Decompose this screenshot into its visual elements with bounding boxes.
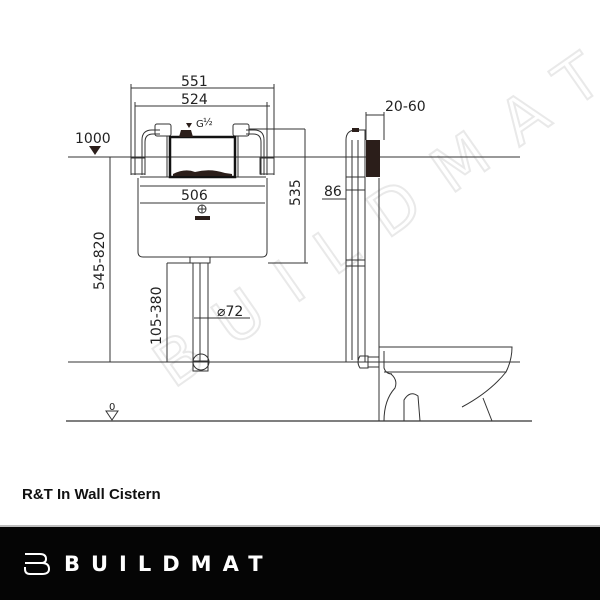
dim-label-105-380: 105-380	[149, 287, 165, 346]
dim-label-20-60: 20-60	[385, 99, 426, 115]
product-caption: R&T In Wall Cistern	[22, 486, 161, 503]
cistern-diagram-svg: BUILDMAT	[66, 21, 600, 422]
svg-text:BUILDMAT: BUILDMAT	[140, 22, 600, 402]
technical-drawing: BUILDMAT	[66, 21, 600, 422]
dim-label-inlet-fraction: ½	[203, 116, 213, 128]
dim-label-535: 535	[288, 179, 304, 206]
brand-name: BUILDMAT	[64, 551, 274, 576]
dim-label-floor: 0	[109, 402, 115, 413]
inlet-valve	[179, 130, 193, 137]
level-marker-0-icon	[105, 410, 119, 421]
frame-arm-right	[246, 129, 265, 175]
inlet-marker-icon	[186, 123, 192, 128]
side-cap	[352, 128, 359, 132]
hook-right	[232, 123, 250, 137]
button-symbol	[195, 216, 210, 220]
toilet-pan-trap	[403, 393, 421, 422]
buildmat-logo-icon	[24, 552, 51, 575]
brand-footer: BUILDMAT	[0, 525, 600, 600]
clamp-right	[259, 157, 275, 175]
toilet-pan	[379, 346, 513, 373]
dim-label-551: 551	[181, 74, 208, 90]
toilet-pan-front-foot	[383, 373, 397, 422]
clamp-left	[130, 157, 146, 175]
dim-label-inlet: G	[196, 119, 204, 130]
frame-arm-left	[141, 129, 160, 175]
dim-label-1000: 1000	[75, 131, 111, 147]
side-cistern-body	[345, 129, 366, 363]
dim-label-545-820: 545-820	[92, 232, 108, 291]
hook-left	[154, 123, 172, 137]
dim-label-524: 524	[181, 92, 208, 108]
cistern-cabinet	[168, 135, 237, 179]
level-marker-1000-icon	[89, 146, 101, 155]
watermark: BUILDMAT	[139, 21, 600, 403]
dim-label-506: 506	[181, 188, 208, 204]
dim-label-86: 86	[324, 184, 342, 200]
dim-label-dia72: ⌀72	[217, 304, 243, 320]
flush-plate-side	[366, 140, 380, 177]
